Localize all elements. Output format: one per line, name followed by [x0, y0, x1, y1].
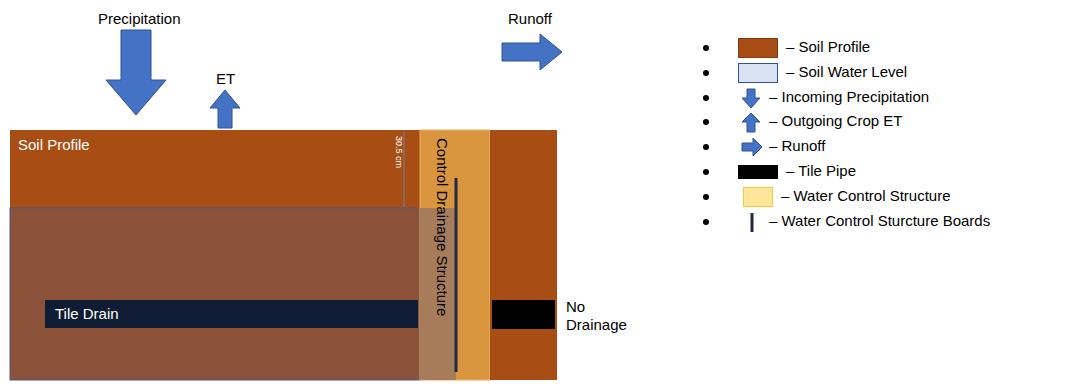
legend-row: – Tile Pipe	[703, 161, 1073, 183]
runoff-label: Runoff	[508, 10, 552, 28]
node-label: Control Drainage Structure	[434, 138, 451, 316]
precipitation-label: Precipitation	[98, 10, 181, 28]
legend-swatch	[738, 63, 778, 83]
et-label: ET	[216, 70, 235, 88]
no-drainage-label: No Drainage	[566, 298, 636, 334]
legend-row: – Soil Water Level	[703, 62, 1073, 84]
structure-board	[455, 178, 458, 372]
legend-bullet	[703, 70, 709, 76]
legend-text: – Soil Profile	[786, 38, 870, 55]
tile-pipe-blocked	[492, 300, 555, 329]
legend-bullet	[703, 45, 709, 51]
dimension-label: 30.5 cm	[393, 136, 404, 168]
legend-symbol	[741, 111, 763, 134]
legend-bullet	[703, 194, 709, 200]
soil-top-band	[10, 130, 420, 208]
legend-row: – Runoff	[703, 136, 1073, 158]
tile-drain-box: Tile Drain	[45, 300, 418, 328]
control-structure-box: Control Drainage Structure	[420, 130, 466, 380]
legend-bullet	[703, 144, 709, 150]
legend-swatch	[738, 165, 778, 179]
legend-symbol	[741, 211, 763, 234]
tile-pipe	[45, 300, 418, 328]
legend-text: – Outgoing Crop ET	[769, 112, 902, 129]
runoff-arrow	[502, 34, 562, 70]
legend-swatch	[743, 187, 773, 207]
legend-row: – Water Control Sturcture Boards	[703, 211, 1073, 233]
et-arrow	[210, 90, 240, 128]
legend-row: – Outgoing Crop ET	[703, 111, 1073, 133]
legend-symbol	[741, 87, 763, 110]
precipitation-arrow	[106, 30, 166, 115]
legend-text: – Soil Water Level	[786, 63, 907, 80]
legend-bullet	[703, 119, 709, 125]
legend-symbol	[741, 136, 763, 159]
soil-profile-region: Soil Profile Control Drainage StructureTi…	[10, 130, 557, 380]
legend-text: – Incoming Precipitation	[769, 88, 929, 105]
legend-bullet	[703, 219, 709, 225]
soil-water-band	[10, 208, 420, 380]
legend-text: – Tile Pipe	[786, 162, 856, 179]
legend-swatch	[738, 38, 778, 58]
node-label: Tile Drain	[55, 305, 119, 322]
control-structure	[420, 130, 490, 380]
node-label: Soil Profile	[18, 136, 90, 153]
legend-text: – Water Control Structure	[781, 187, 951, 204]
legend-text: – Runoff	[769, 137, 825, 154]
legend-bullet	[703, 169, 709, 175]
legend-row: – Incoming Precipitation	[703, 87, 1073, 109]
soil-right-column	[490, 130, 557, 380]
legend-bullet	[703, 95, 709, 101]
legend-row: – Water Control Structure	[703, 186, 1073, 208]
legend-text: – Water Control Sturcture Boards	[769, 212, 990, 229]
legend-row: – Soil Profile	[703, 37, 1073, 59]
